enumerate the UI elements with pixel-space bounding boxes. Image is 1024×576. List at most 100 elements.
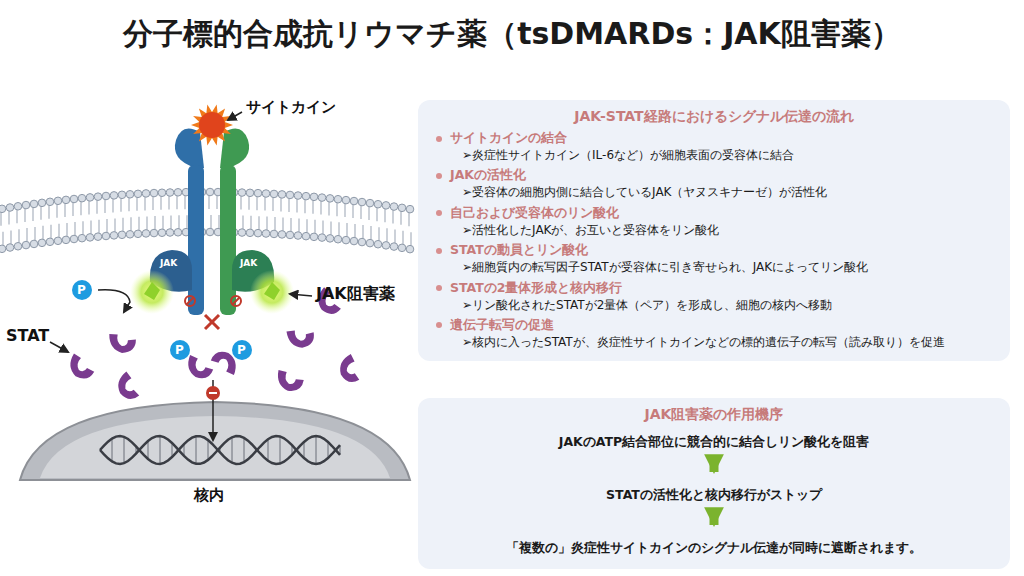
lipid-tail xyxy=(240,196,241,210)
lipid-head xyxy=(254,229,262,237)
lipid-head xyxy=(398,204,406,212)
step-text-box: JAKのATP結合部位に競合的に結合しリン酸化を阻害 xyxy=(438,432,990,453)
lipid-head xyxy=(326,195,334,203)
lipid-head xyxy=(150,189,158,197)
lipid-head xyxy=(126,230,134,238)
lipid-head xyxy=(262,230,270,238)
lipid-head xyxy=(118,191,126,199)
info-panel: JAK阻害薬の作用機序JAKのATP結合部位に競合的に結合しリン酸化を阻害STA… xyxy=(418,398,1010,569)
step-text-box: 「複数の」炎症性サイトカインのシグナル伝達が同時に遮断されます。 xyxy=(438,538,990,559)
lipid-tail xyxy=(88,200,89,214)
block-symbols xyxy=(185,296,241,329)
lipid-tail xyxy=(328,201,329,215)
item-heading: STATの2量体形成と核内移行 xyxy=(434,280,994,297)
lipid-head xyxy=(286,231,294,239)
part-label: STAT xyxy=(6,326,49,345)
lipid-tail xyxy=(162,216,163,230)
step-text-box: STATの活性化と核内移行がストップ xyxy=(438,485,990,506)
lipid-head xyxy=(326,235,334,243)
lipid-head xyxy=(246,229,254,237)
item-heading: STATの動員とリン酸化 xyxy=(434,242,994,259)
lipid-head xyxy=(62,196,70,204)
block-slash xyxy=(233,298,240,305)
receptor-blue xyxy=(188,165,204,315)
lipid-tail xyxy=(392,210,393,224)
lipid-head xyxy=(22,201,30,209)
part-label: 核内 xyxy=(194,486,224,505)
lipid-tail xyxy=(314,220,315,234)
lipid-head xyxy=(374,240,382,248)
lipid-tail xyxy=(34,227,35,241)
part-label: JAK阻害薬 xyxy=(316,284,395,305)
lipid-head xyxy=(126,190,134,198)
lipid-head xyxy=(318,194,326,202)
inhibitor-glow xyxy=(250,270,294,314)
lipid-tail xyxy=(152,196,153,210)
lipid-head xyxy=(46,238,54,246)
inhibit-minus xyxy=(209,392,217,394)
lipid-tail xyxy=(104,199,105,213)
lipid-tail xyxy=(74,222,75,236)
phosphate-circle xyxy=(72,280,92,300)
lipid-head xyxy=(254,189,262,197)
lipid-tail xyxy=(160,196,161,210)
lipid-head xyxy=(102,232,110,240)
lipid-head xyxy=(366,239,374,247)
lipid-head xyxy=(38,199,46,207)
lipid-tail xyxy=(290,218,291,232)
lipid-head xyxy=(142,190,150,198)
lipid-tail xyxy=(138,217,139,231)
lipid-head xyxy=(390,243,398,251)
inhibitor-glow xyxy=(130,270,174,314)
lipid-head xyxy=(6,244,14,252)
lipid-head xyxy=(374,200,382,208)
lipid-tail xyxy=(128,197,129,211)
item-heading: 遺伝子転写の促進 xyxy=(434,317,994,334)
lipid-head xyxy=(94,193,102,201)
diagram-title: 分子標的合成抗リウマチ薬（tsDMARDs：JAK阻害薬） xyxy=(0,14,1024,55)
lipid-tail xyxy=(368,206,369,220)
lipid-tail xyxy=(330,221,331,235)
item-heading: 自己および受容体のリン酸化 xyxy=(434,205,994,222)
lipid-head xyxy=(70,235,78,243)
lipid-tail xyxy=(304,199,305,213)
lipid-head xyxy=(38,239,46,247)
lipid-head xyxy=(278,231,286,239)
lipid-head xyxy=(70,195,78,203)
lipid-head xyxy=(406,205,414,213)
lipid-tail xyxy=(384,208,385,222)
inhibitor-leader xyxy=(290,294,312,296)
red-x xyxy=(205,315,219,329)
lipid-head xyxy=(398,244,406,252)
lipid-tail xyxy=(272,197,273,211)
receptor-blue-top xyxy=(175,128,204,168)
lipid-head xyxy=(62,236,70,244)
phosphate-circle xyxy=(232,340,252,360)
lipid-tail xyxy=(264,197,265,211)
lipid-tail xyxy=(10,231,11,245)
lipid-head xyxy=(166,189,174,197)
lipid-tail xyxy=(400,211,401,225)
lipid-head xyxy=(30,200,38,208)
lipid-tail xyxy=(352,204,353,218)
lipid-head xyxy=(342,196,350,204)
lipid-tail xyxy=(242,216,243,230)
lipid-head xyxy=(334,235,342,243)
lipid-tail xyxy=(178,215,179,229)
lipid-head xyxy=(366,199,374,207)
part-label: サイトカイン xyxy=(246,98,336,117)
lipid-head xyxy=(342,236,350,244)
lipid-head xyxy=(302,232,310,240)
lipid-tail xyxy=(16,209,17,223)
item-body: ➢活性化したJAKが、お互いと受容体をリン酸化 xyxy=(434,222,994,239)
lipid-tail xyxy=(344,203,345,217)
stat-leader xyxy=(50,342,68,352)
lipid-tail xyxy=(40,206,41,220)
lipid-head xyxy=(78,194,86,202)
item-body: ➢核内に入ったSTATが、炎症性サイトカインなどの標的遺伝子の転写（読み取り）を… xyxy=(434,334,994,351)
lipid-head xyxy=(110,192,118,200)
item-heading: JAKの活性化 xyxy=(434,167,994,184)
lipid-tail xyxy=(122,218,123,232)
block-circle xyxy=(231,296,241,306)
lipid-tail xyxy=(176,195,177,209)
